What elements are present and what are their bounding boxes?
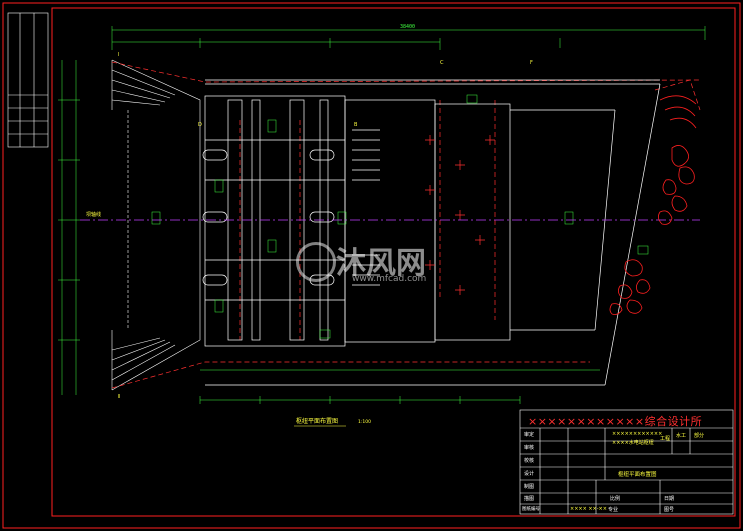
watermark-url: www.mfcad.com: [352, 274, 427, 284]
scale-note: 1:100: [358, 419, 371, 425]
label-jiaohe: 校核: [524, 458, 535, 464]
sluice-structure: [202, 79, 661, 386]
label-figure-no: 图号: [664, 507, 675, 513]
left-dimension-chain: [58, 60, 80, 395]
project-line-2: ××××水电站枢纽: [612, 440, 654, 446]
left-stamp-table: [7, 12, 49, 148]
label-shending: 审定: [524, 432, 535, 438]
discipline-value: 水工: [676, 433, 687, 439]
hidden-lines: [111, 61, 701, 389]
label-discipline: 专业: [608, 507, 619, 513]
section-marks: D B C F Ⅰ Ⅱ: [118, 52, 533, 400]
svg-text:B: B: [354, 122, 358, 128]
label-zhitu: 制图: [524, 484, 535, 490]
svg-text:D: D: [198, 122, 202, 128]
top-dimension-lines: [111, 26, 706, 50]
company-name: ××××××××××××综合设计所: [528, 415, 703, 428]
label-drawing-number: 图纸编号: [522, 507, 540, 512]
drawing-frame: [51, 7, 736, 517]
part-value: 部分: [694, 433, 705, 439]
svg-text:Ⅰ: Ⅰ: [118, 52, 119, 58]
upstream-wing-walls: [111, 59, 201, 391]
svg-text:C: C: [440, 60, 444, 66]
bottom-dimension-chain: [199, 369, 600, 404]
watermark-logo: [296, 242, 336, 282]
svg-text:Ⅱ: Ⅱ: [118, 394, 120, 400]
label-scale: 比例: [610, 496, 621, 502]
watermark-brand: 沐风网: [336, 246, 426, 281]
anchor-marks: [425, 135, 495, 295]
label-miaotu: 描图: [524, 496, 535, 502]
annotation-boxes: [151, 94, 649, 339]
svg-text:F: F: [530, 60, 533, 66]
drawing-number-value: ×××× ××-××: [570, 506, 607, 512]
label-sheji: 设计: [524, 471, 535, 477]
view-title: 枢纽平面布置图: [296, 417, 338, 425]
overall-dimension-label: 38400: [400, 24, 415, 30]
label-shenhe: 审核: [524, 445, 535, 451]
drawing-title-text: 枢纽平面布置图: [618, 472, 657, 478]
axis-label: 坝轴线: [86, 211, 101, 218]
label-date: 日期: [664, 496, 675, 502]
stage-label: 工程: [660, 436, 671, 442]
title-block-frame: [519, 409, 734, 515]
riprap-protection: [609, 95, 697, 315]
project-line-1: ××××××××××××: [612, 431, 663, 437]
